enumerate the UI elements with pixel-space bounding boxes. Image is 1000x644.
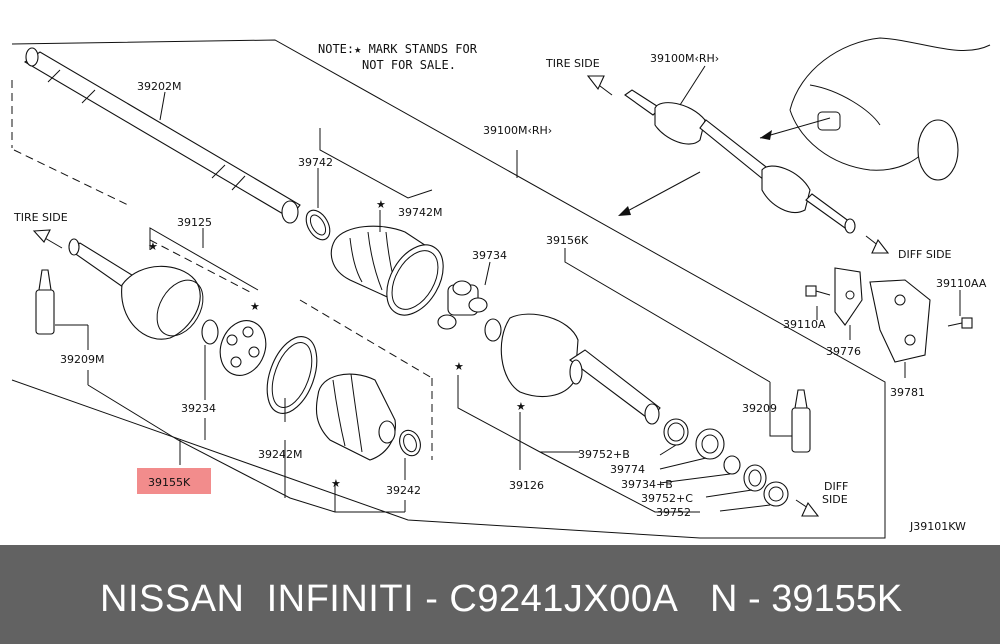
drawing-code: J39101KW: [909, 520, 966, 533]
clamp-39742: [305, 209, 331, 241]
ring-39234: [201, 319, 219, 345]
label-39110AA: 39110AA: [936, 277, 987, 290]
ring-39734B: [723, 455, 741, 475]
pointer-assembly-head: [618, 206, 631, 216]
label-diff-side-bottom-1: DIFF: [824, 480, 848, 493]
label-39781: 39781: [890, 386, 925, 399]
label-diff-side-top: DIFF SIDE: [898, 248, 952, 261]
footer-brand-line: NISSAN INFINITI - C9241JX00A: [100, 578, 679, 620]
footer-banner: NISSAN INFINITI - C9241JX00A N - 39155K: [0, 545, 1000, 644]
star-mark: ★: [331, 477, 341, 490]
bracket-39776: [834, 267, 863, 326]
label-tire-side-top: TIRE SIDE: [545, 57, 600, 70]
label-39742: 39742: [298, 156, 333, 169]
star-mark: ★: [376, 198, 386, 211]
label-39100M-rh-top: 39100M‹RH›: [650, 52, 719, 65]
arrow-tire-side-top: [586, 75, 613, 96]
star-mark: ★: [250, 300, 260, 313]
star-mark: ★: [148, 240, 158, 253]
label-39242M: 39242M: [258, 448, 302, 461]
label-39100M-rh: 39100M‹RH›: [483, 124, 552, 137]
arrow-diff-side-top: [865, 235, 890, 254]
label-39209M: 39209M: [60, 353, 104, 366]
arrow-diff-side-bottom: [795, 499, 820, 517]
label-39125: 39125: [177, 216, 212, 229]
label-39110A: 39110A: [783, 318, 826, 331]
label-39752-c: 39752+C: [641, 492, 693, 505]
label-39752-b: 39752+B: [578, 448, 630, 461]
label-39774: 39774: [610, 463, 645, 476]
seal-39752C: [743, 464, 767, 492]
shaft-39202M: [23, 47, 301, 224]
parts-diagram: ★ ★ ★ ★ ★ ★ NOTE:★ MARK STANDS FOR NOT F…: [11, 37, 991, 539]
label-diff-side-bottom-2: SIDE: [822, 493, 848, 506]
grease-39209M: [35, 269, 55, 335]
label-39242: 39242: [386, 484, 421, 497]
star-mark: ★: [454, 360, 464, 373]
cage-39155K: [219, 320, 267, 376]
bolt-39110AA: [947, 317, 973, 329]
frame-dash-left-2: [13, 149, 129, 206]
boot-39242M: [315, 373, 396, 461]
pointer-assembly: [621, 171, 701, 215]
assembly-39100M-rh: [624, 89, 856, 234]
seal-39752B: [663, 418, 689, 446]
seal-39752: [763, 481, 789, 507]
highlight-39155K: [137, 468, 211, 494]
band-39242M: [266, 336, 318, 414]
footer-part-ref: N - 39155K: [710, 578, 903, 620]
bracket-39781: [869, 279, 931, 363]
outer-joint-39125: [68, 238, 204, 340]
vehicle-front: [789, 37, 991, 181]
grease-39209: [791, 389, 811, 453]
label-39734-b: 39734+B: [621, 478, 673, 491]
label-39156K: 39156K: [546, 234, 589, 247]
leader-lines: [55, 65, 961, 513]
label-39234: 39234: [181, 402, 216, 415]
spider-39734: [437, 280, 488, 330]
bolt-39110A: [805, 285, 831, 297]
pointer-car-head: [760, 130, 772, 140]
label-39202M: 39202M: [137, 80, 181, 93]
assembly-frame: [11, 39, 886, 539]
label-39742M: 39742M: [398, 206, 442, 219]
bearing-39774: [695, 428, 725, 460]
star-mark: ★: [516, 400, 526, 413]
label-39734: 39734: [472, 249, 507, 262]
housing-39126: [500, 313, 661, 425]
frame-dash-sub: [149, 239, 251, 293]
arrow-tire-side-left: [32, 229, 63, 249]
band-39742M: [386, 244, 444, 316]
snap-ring-39734: [484, 318, 502, 342]
label-39126: 39126: [509, 479, 544, 492]
clamp-39242: [399, 429, 421, 457]
note-line-1: NOTE:★ MARK STANDS FOR: [318, 42, 478, 56]
label-39752: 39752: [656, 506, 691, 519]
diagram-canvas: ★ ★ ★ ★ ★ ★ NOTE:★ MARK STANDS FOR NOT F…: [11, 37, 991, 539]
label-tire-side-left: TIRE SIDE: [13, 211, 68, 224]
pointer-car: [759, 117, 831, 139]
label-39209: 39209: [742, 402, 777, 415]
label-39155K: 39155K: [148, 476, 191, 489]
note-line-2: NOT FOR SALE.: [362, 58, 456, 72]
label-39776: 39776: [826, 345, 861, 358]
